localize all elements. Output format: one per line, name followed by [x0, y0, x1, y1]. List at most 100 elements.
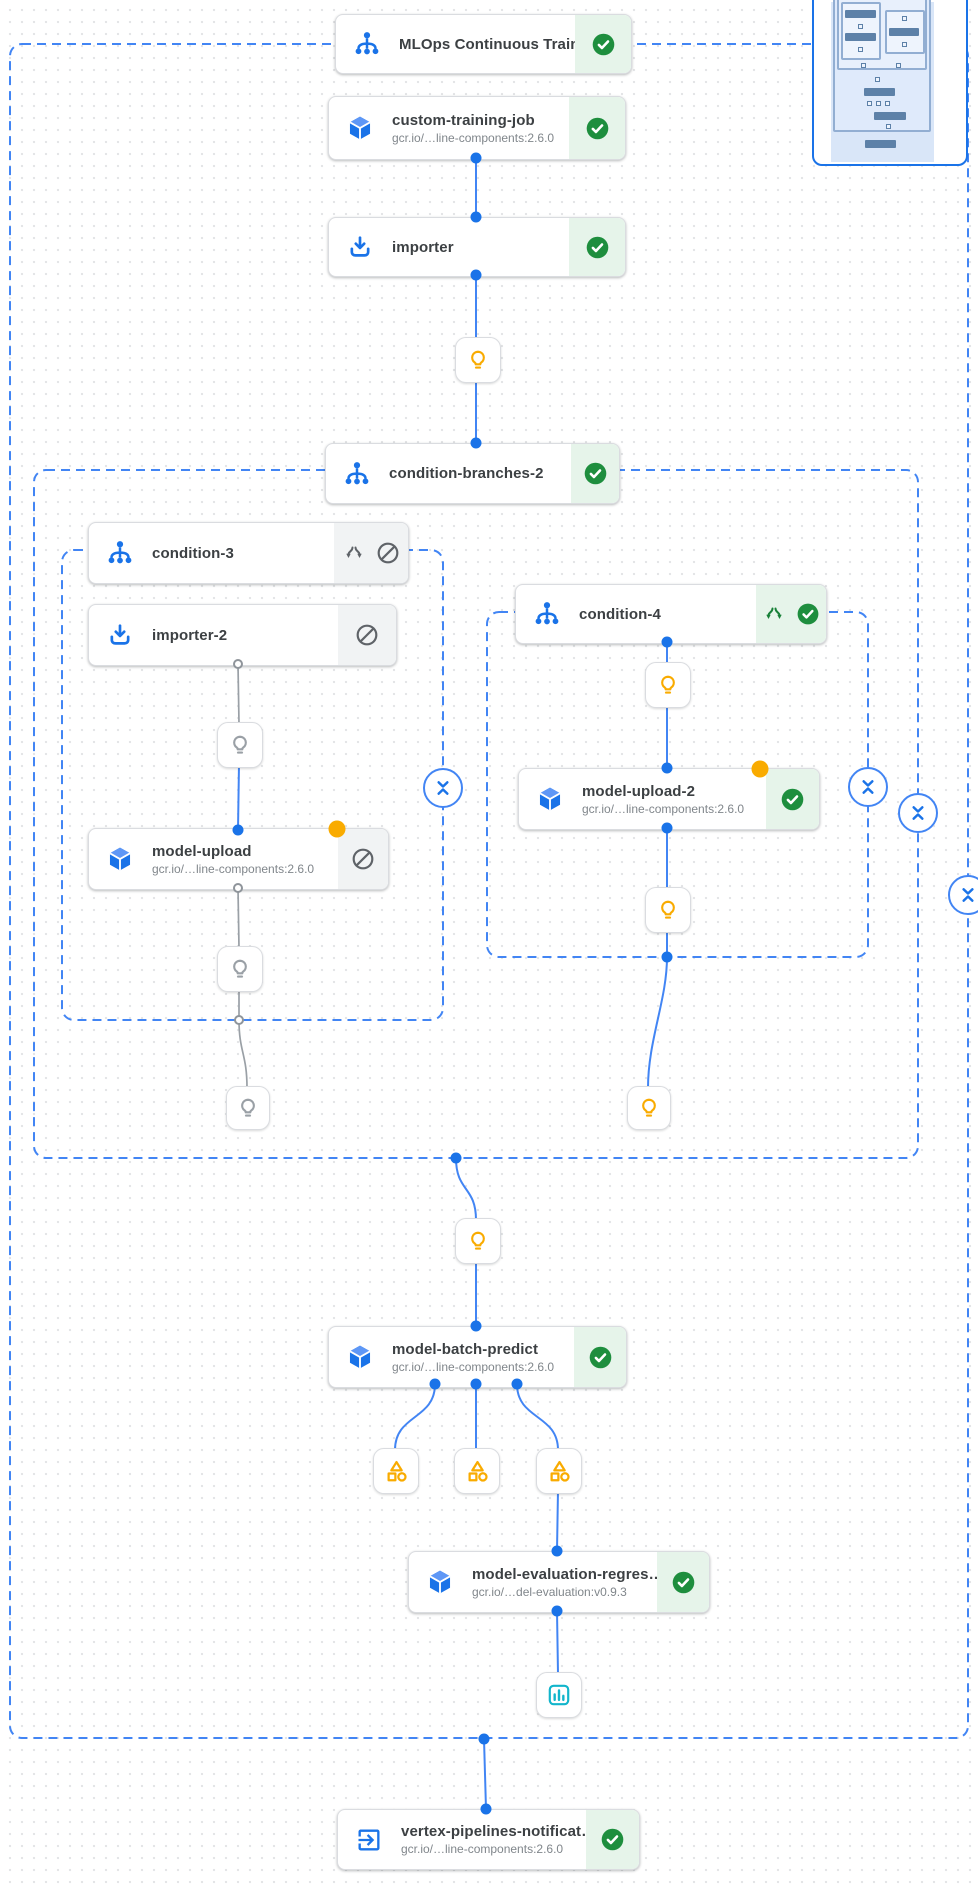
edge-dot — [470, 437, 482, 449]
minimap[interactable] — [812, 0, 968, 166]
collapse-group-button[interactable] — [423, 768, 463, 808]
node-title: model-upload — [152, 842, 252, 860]
skipped-icon — [356, 624, 378, 646]
artifact-lightbulb[interactable] — [645, 662, 691, 708]
success-icon — [584, 462, 606, 485]
status-section — [756, 585, 826, 643]
artifact-lightbulb[interactable] — [627, 1086, 671, 1130]
artifact-shapes[interactable] — [536, 1448, 582, 1494]
status-section — [334, 523, 408, 583]
success-icon — [586, 236, 608, 258]
collapse-group-button[interactable] — [898, 793, 938, 833]
collapse-icon — [437, 781, 449, 795]
artifact-lightbulb[interactable] — [455, 337, 501, 383]
node-condition-3[interactable]: condition-3 — [88, 522, 409, 584]
node-title: importer-2 — [152, 626, 228, 644]
edge-connector-skipped — [237, 663, 240, 725]
cache-badge-dot — [751, 760, 769, 778]
minimap-node — [865, 140, 896, 148]
status-section — [569, 218, 625, 276]
edge-dot — [480, 1803, 492, 1815]
minimap-artifact — [858, 24, 863, 29]
node-subtitle: gcr.io/…line-components:2.6.0 — [392, 1359, 555, 1374]
minimap-content — [831, 0, 934, 162]
skipped-icon — [377, 542, 398, 564]
status-section — [575, 15, 631, 73]
success-icon — [797, 603, 818, 625]
node-title: model-evaluation-regres… — [472, 1565, 664, 1583]
edge-dot — [470, 1378, 482, 1390]
success-icon — [589, 1346, 611, 1368]
minimap-artifact — [876, 101, 881, 106]
node-model-upload[interactable]: model-upload gcr.io/…line-components:2.6… — [88, 828, 389, 890]
status-section — [586, 1810, 639, 1869]
download-icon — [105, 620, 135, 650]
status-section — [571, 444, 619, 503]
node-title: model-batch-predict — [392, 1340, 539, 1358]
status-section — [766, 769, 819, 829]
edge-dot — [470, 152, 482, 164]
edge-connector — [237, 763, 240, 831]
node-importer-2[interactable]: importer-2 — [88, 604, 397, 666]
artifact-lightbulb[interactable] — [455, 1218, 501, 1264]
success-icon — [592, 33, 614, 55]
node-title: condition-4 — [579, 605, 661, 623]
minimap-node — [845, 33, 876, 41]
node-model-batch-predict[interactable]: model-batch-predict gcr.io/…line-compone… — [328, 1326, 627, 1388]
node-title: condition-3 — [152, 544, 234, 562]
node-condition-branches-2[interactable]: condition-branches-2 — [325, 443, 620, 504]
edge-connector — [394, 1383, 436, 1451]
dag-tree-icon — [342, 459, 372, 489]
minimap-node — [845, 10, 876, 18]
edge-dot-skipped — [234, 1015, 244, 1025]
success-icon — [781, 788, 804, 810]
minimap-node — [874, 112, 906, 120]
collapse-group-button[interactable] — [948, 875, 978, 915]
artifact-lightbulb-skipped[interactable] — [226, 1086, 270, 1130]
node-subtitle: gcr.io/…line-components:2.6.0 — [392, 130, 555, 145]
status-section — [338, 605, 396, 665]
status-section — [338, 829, 388, 889]
minimap-artifact — [885, 101, 890, 106]
artifact-shapes[interactable] — [454, 1448, 500, 1494]
download-icon — [345, 232, 375, 262]
edge-dot — [470, 269, 482, 281]
node-title: condition-branches-2 — [389, 465, 544, 482]
node-condition-4[interactable]: condition-4 — [515, 584, 827, 644]
minimap-node — [889, 28, 919, 36]
cube-icon — [425, 1567, 455, 1597]
minimap-node — [864, 88, 895, 96]
artifact-shapes[interactable] — [373, 1448, 419, 1494]
node-model-upload-2[interactable]: model-upload-2 gcr.io/…line-components:2… — [518, 768, 820, 830]
edge-dot — [511, 1378, 523, 1390]
success-icon — [601, 1828, 624, 1851]
node-vertex-pipelines-notification[interactable]: vertex-pipelines-notificat… gcr.io/…line… — [337, 1809, 640, 1870]
node-mlops-continuous-training[interactable]: MLOps Continuous Traini… — [335, 14, 632, 74]
collapse-group-button[interactable] — [848, 767, 888, 807]
artifact-lightbulb-skipped[interactable] — [217, 946, 263, 992]
node-custom-training-job[interactable]: custom-training-job gcr.io/…line-compone… — [328, 96, 626, 160]
edge-connector-skipped — [237, 887, 240, 949]
node-subtitle: gcr.io/…line-components:2.6.0 — [582, 801, 745, 816]
exit-to-app-icon — [354, 1825, 384, 1855]
artifact-lightbulb[interactable] — [645, 887, 691, 933]
artifact-metrics[interactable] — [536, 1672, 582, 1718]
minimap-artifact — [896, 63, 901, 68]
status-section — [574, 1327, 626, 1387]
minimap-artifact — [902, 16, 907, 21]
cube-icon — [535, 784, 565, 814]
subdag-icon — [345, 546, 362, 558]
cube-icon — [345, 113, 375, 143]
node-importer[interactable]: importer — [328, 217, 626, 277]
artifact-lightbulb-skipped[interactable] — [217, 722, 263, 768]
node-title: MLOps Continuous Traini… — [399, 35, 599, 53]
edge-dot — [232, 824, 244, 836]
edge-connector-skipped — [238, 1019, 248, 1089]
skipped-icon — [352, 848, 374, 870]
dag-tree-icon — [105, 538, 135, 568]
cache-badge-dot — [328, 820, 346, 838]
minimap-artifact — [858, 47, 863, 52]
edge-dot — [551, 1605, 563, 1617]
node-model-evaluation-regression[interactable]: model-evaluation-regres… gcr.io/…del-eva… — [408, 1551, 710, 1613]
